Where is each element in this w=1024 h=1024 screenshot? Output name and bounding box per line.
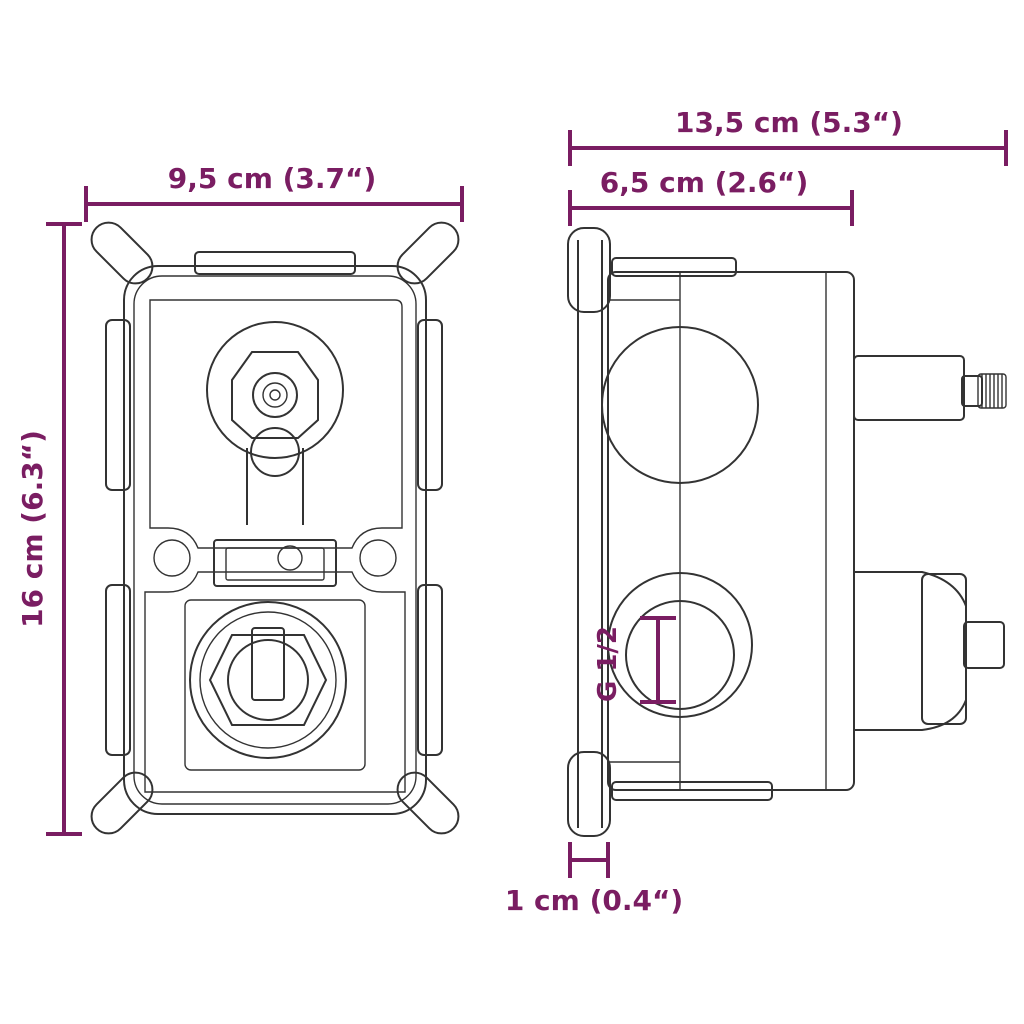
dimension-flange-line (568, 842, 610, 878)
front-housing (123, 265, 427, 815)
dimension-body-depth-line (568, 190, 854, 226)
flange-thickness-label: 1 cm (0.4“) (505, 884, 683, 917)
side-total-depth-label: 13,5 cm (5.3“) (675, 106, 903, 139)
front-height-label: 16 cm (6.3“) (16, 430, 49, 628)
side-body-depth-label: 6,5 cm (2.6“) (600, 166, 808, 199)
mounting-ears (90, 221, 460, 835)
dimension-total-depth-line (568, 130, 1008, 166)
dimension-height-line (46, 222, 82, 836)
dimension-width-line (84, 186, 464, 222)
front-view (90, 221, 460, 835)
upper-outlet-port (601, 326, 759, 484)
thread-size-label: G 1/2 (593, 626, 623, 702)
side-view (567, 227, 1007, 837)
front-width-label: 9,5 cm (3.7“) (168, 162, 376, 195)
lower-outlet-port (607, 572, 753, 718)
thread-marker-line (640, 616, 676, 704)
side-housing (607, 271, 855, 791)
